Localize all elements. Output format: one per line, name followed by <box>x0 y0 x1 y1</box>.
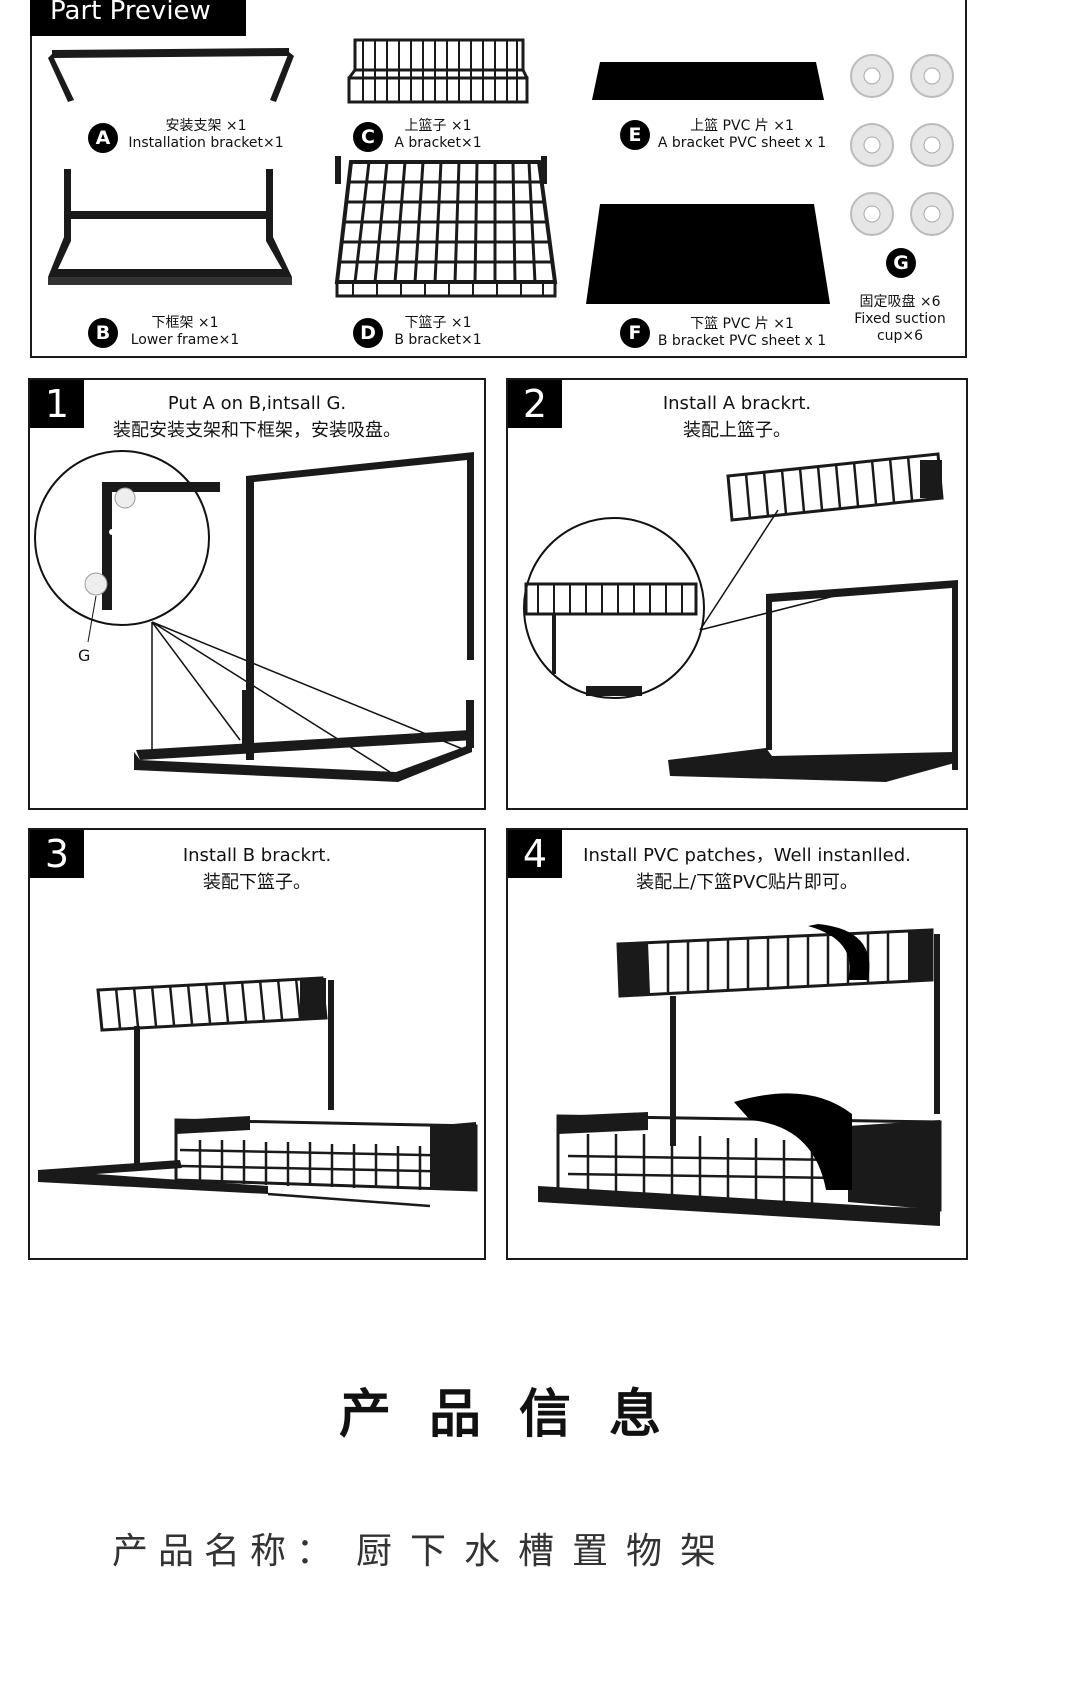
step-3-panel: 3 Install B brackrt. 装配下篮子。 <box>28 828 486 1260</box>
suction-cup-icon <box>910 54 954 98</box>
part-a-badge: A <box>88 123 118 153</box>
step-1-caption-cn: 装配安装支架和下框架，安装吸盘。 <box>113 420 401 441</box>
part-g-illustration <box>850 54 954 236</box>
part-d-name-en: B bracket×1 <box>394 332 482 348</box>
step-2-number: 2 <box>508 380 562 428</box>
part-a-name-cn: 安装支架 ×1 <box>165 118 247 134</box>
part-b-illustration <box>48 169 292 285</box>
part-c-illustration <box>347 38 529 104</box>
part-b-caption: 下框架 ×1 Lower frame×1 <box>120 315 250 349</box>
part-e-name-en: A bracket PVC sheet x 1 <box>657 135 827 151</box>
part-b-name-cn: 下框架 ×1 <box>151 315 219 331</box>
part-g-name-en: Fixed suction <box>854 311 946 327</box>
step-3-caption-cn: 装配下篮子。 <box>203 872 311 893</box>
part-g-badge: G <box>886 248 916 278</box>
step-4-caption-en: Install PVC patches，Well instanlled. <box>583 845 911 866</box>
step-1-number: 1 <box>30 380 84 428</box>
part-e-badge: E <box>620 120 650 150</box>
step-4-illustration <box>538 924 942 1226</box>
product-info-title: 产品信息 <box>338 1385 699 1445</box>
step-1-caption: Put A on B,intsall G. 装配安装支架和下框架，安装吸盘。 <box>30 390 484 444</box>
step-4-caption: Install PVC patches，Well instanlled. 装配上… <box>508 842 966 896</box>
product-name-value: 厨下水槽置物架 <box>356 1531 735 1572</box>
step-1-caption-en: Put A on B,intsall G. <box>167 393 347 414</box>
part-d-name-cn: 下篮子 ×1 <box>404 315 472 331</box>
step-1-panel: 1 Put A on B,intsall G. 装配安装支架和下框架，安装吸盘。… <box>28 378 486 810</box>
step-4-panel: 4 Install PVC patches，Well instanlled. 装… <box>506 828 968 1260</box>
part-d-illustration <box>334 156 558 298</box>
part-f-badge: F <box>620 318 650 348</box>
part-a-name-en: Installation bracket×1 <box>128 135 284 151</box>
suction-cup-icon <box>850 123 894 167</box>
step-4-caption-cn: 装配上/下篮PVC贴片即可。 <box>636 872 858 893</box>
part-c-name-cn: 上篮子 ×1 <box>404 118 472 134</box>
part-f-illustration <box>586 204 830 304</box>
part-c-badge: C <box>353 122 383 152</box>
part-a-caption: 安装支架 ×1 Installation bracket×1 <box>124 118 288 152</box>
part-b-badge: B <box>88 318 118 348</box>
part-b-name-en: Lower frame×1 <box>130 332 240 348</box>
part-f-name-cn: 下篮 PVC 片 ×1 <box>690 316 794 332</box>
suction-cup-icon <box>910 192 954 236</box>
part-e-name-cn: 上篮 PVC 片 ×1 <box>690 118 794 134</box>
step-3-number: 3 <box>30 830 84 878</box>
step-3-caption: Install B brackrt. 装配下篮子。 <box>30 842 484 896</box>
part-d-caption: 下篮子 ×1 B bracket×1 <box>388 315 488 349</box>
part-g-name-cn: 固定吸盘 ×6 <box>859 294 941 310</box>
step-4-number: 4 <box>508 830 562 878</box>
part-a-illustration <box>48 48 294 102</box>
part-e-caption: 上篮 PVC 片 ×1 A bracket PVC sheet x 1 <box>656 118 828 152</box>
suction-cup-icon <box>850 54 894 98</box>
part-g-name-en2: cup×6 <box>876 328 924 344</box>
step-2-illustration <box>523 452 958 782</box>
part-preview-frame <box>30 0 967 358</box>
part-c-name-en: A bracket×1 <box>394 135 482 151</box>
part-f-caption: 下篮 PVC 片 ×1 B bracket PVC sheet x 1 <box>656 316 828 350</box>
part-d-badge: D <box>353 318 383 348</box>
step-1-callout-label: G <box>78 646 91 665</box>
suction-cup-icon <box>910 123 954 167</box>
step-2-panel: 2 Install A brackrt. 装配上篮子。 <box>506 378 968 810</box>
step-3-illustration <box>38 976 478 1208</box>
step-2-caption: Install A brackrt. 装配上篮子。 <box>508 390 966 444</box>
step-3-caption-en: Install B brackrt. <box>182 845 332 866</box>
part-c-caption: 上篮子 ×1 A bracket×1 <box>388 118 488 152</box>
part-e-illustration <box>592 62 824 100</box>
step-2-caption-en: Install A brackrt. <box>662 393 812 414</box>
product-name-row: 产品名称： 厨下水槽置物架 <box>112 1522 734 1574</box>
suction-cup-icon <box>850 192 894 236</box>
part-g-caption: 固定吸盘 ×6 Fixed suction cup×6 <box>840 294 960 345</box>
part-f-name-en: B bracket PVC sheet x 1 <box>657 333 827 349</box>
part-preview-title: Part Preview <box>30 0 246 36</box>
step-2-caption-cn: 装配上篮子。 <box>683 420 791 441</box>
step-1-illustration <box>34 450 474 782</box>
product-name-label: 产品名称： <box>112 1531 343 1572</box>
